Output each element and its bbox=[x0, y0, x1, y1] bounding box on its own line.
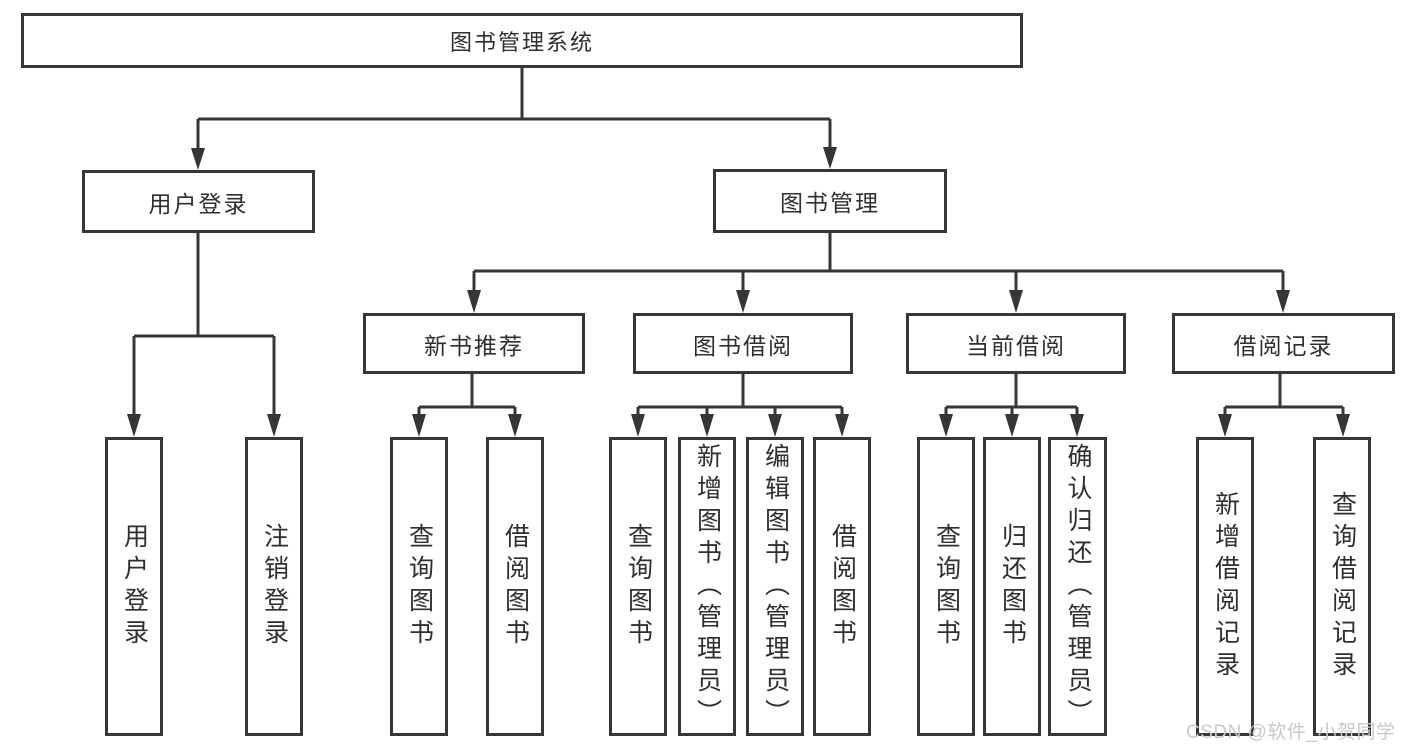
connector-user-login-to-leaves bbox=[127, 233, 281, 437]
leaf-borrow-books-recommend-label: 借阅图书 bbox=[501, 522, 530, 651]
leaf-query-books-current-label: 查询图书 bbox=[932, 522, 961, 651]
leaf-add-borrow-record: 新增借阅记录 bbox=[1196, 437, 1254, 736]
leaf-query-books-borrow: 查询图书 bbox=[609, 437, 667, 736]
leaf-query-books-borrow-label: 查询图书 bbox=[624, 522, 653, 651]
leaf-edit-book-admin: 编辑图书（管理员） bbox=[746, 437, 804, 736]
node-book-management: 图书管理 bbox=[713, 169, 947, 233]
connector-book-management-to-level3 bbox=[467, 233, 1290, 313]
node-current-borrow: 当前借阅 bbox=[906, 313, 1126, 374]
leaf-query-borrow-record-label: 查询借阅记录 bbox=[1328, 490, 1357, 683]
connector-borrow-records-to-leaves bbox=[1218, 374, 1350, 437]
node-root: 图书管理系统 bbox=[21, 13, 1023, 68]
node-new-book-recommend-label: 新书推荐 bbox=[424, 332, 524, 359]
connector-book-borrow-to-leaves bbox=[631, 374, 849, 437]
leaf-query-books-recommend: 查询图书 bbox=[390, 437, 448, 736]
leaf-borrow-books-recommend: 借阅图书 bbox=[486, 437, 544, 736]
node-book-borrow: 图书借阅 bbox=[633, 313, 853, 374]
leaf-return-book-label: 归还图书 bbox=[998, 522, 1027, 651]
node-new-book-recommend: 新书推荐 bbox=[363, 313, 585, 374]
leaf-logout-label: 注销登录 bbox=[260, 522, 289, 651]
node-book-borrow-label: 图书借阅 bbox=[693, 332, 793, 359]
leaf-query-books-recommend-label: 查询图书 bbox=[405, 522, 434, 651]
leaf-logout: 注销登录 bbox=[245, 437, 303, 736]
leaf-confirm-return-admin-label: 确认归还（管理员） bbox=[1064, 442, 1092, 731]
node-current-borrow-label: 当前借阅 bbox=[966, 332, 1066, 359]
leaf-user-login: 用户登录 bbox=[105, 437, 163, 736]
node-borrow-records-label: 借阅记录 bbox=[1233, 332, 1334, 359]
leaf-add-book-admin-label: 新增图书（管理员） bbox=[693, 442, 722, 731]
connector-new-book-recommend-to-leaves bbox=[412, 374, 522, 437]
node-root-label: 图书管理系统 bbox=[449, 29, 594, 55]
leaf-add-borrow-record-label: 新增借阅记录 bbox=[1211, 490, 1240, 683]
leaf-query-books-current: 查询图书 bbox=[917, 437, 975, 736]
node-book-management-label: 图书管理 bbox=[780, 190, 880, 216]
leaf-query-borrow-record: 查询借阅记录 bbox=[1313, 437, 1371, 736]
leaf-return-book: 归还图书 bbox=[983, 437, 1041, 736]
node-user-login-label: 用户登录 bbox=[148, 190, 249, 217]
leaf-confirm-return-admin: 确认归还（管理员） bbox=[1048, 437, 1107, 736]
leaf-user-login-label: 用户登录 bbox=[120, 522, 149, 651]
node-user-login: 用户登录 bbox=[82, 170, 315, 233]
leaf-borrow-books: 借阅图书 bbox=[813, 437, 871, 736]
connector-current-borrow-to-leaves bbox=[939, 374, 1084, 437]
node-borrow-records: 借阅记录 bbox=[1172, 313, 1395, 374]
watermark: CSDN @软件_小贺同学 bbox=[1186, 722, 1396, 743]
leaf-add-book-admin: 新增图书（管理员） bbox=[678, 437, 736, 736]
connector-root-to-level2 bbox=[191, 68, 837, 170]
leaf-edit-book-admin-label: 编辑图书（管理员） bbox=[761, 442, 790, 731]
leaf-borrow-books-label: 借阅图书 bbox=[828, 522, 857, 651]
